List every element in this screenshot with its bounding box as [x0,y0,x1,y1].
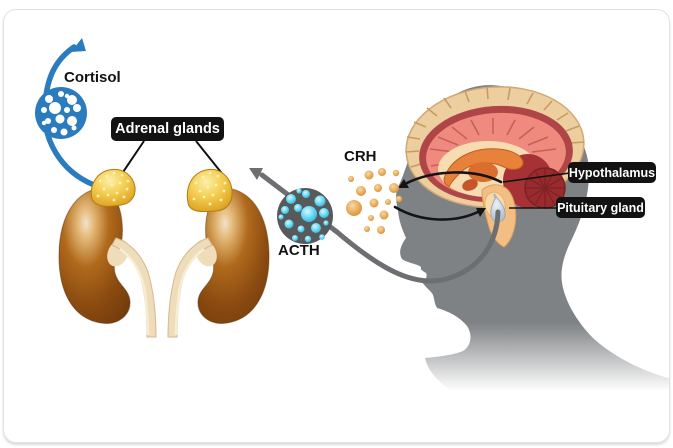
hpa-axis-illustration [35,38,669,442]
cortisol-label: Cortisol [64,69,121,86]
ureters [107,237,217,338]
crh-label: CRH [344,148,377,165]
kidneys-illustration [58,168,270,338]
left-kidney [58,187,131,324]
crh-molecules-icon [346,168,403,234]
pituitary-gland-label: Pituitary gland [556,197,645,218]
crh-to-pituitary-arrow [393,205,486,221]
hypothalamus-to-crh-arrow [398,171,503,188]
hypothalamus-pointer-line [502,172,571,183]
corpus-callosum [443,148,524,188]
cortisol-molecule-icon [35,87,87,139]
adrenal-glands-label: Adrenal glands [111,117,224,141]
left-adrenal-gland [90,168,136,207]
silhouette-fade [382,321,669,442]
acth-molecule-icon [277,188,333,244]
hypothalamus-label: Hypothalamus [568,162,656,183]
right-adrenal-gland [186,168,233,213]
acth-label: ACTH [278,242,320,259]
acth-transport-arrow [249,168,501,284]
hypothalamus-region [462,179,478,191]
diagram-card: Cortisol Adrenal glands ACTH CRH Hypotha… [3,9,670,443]
